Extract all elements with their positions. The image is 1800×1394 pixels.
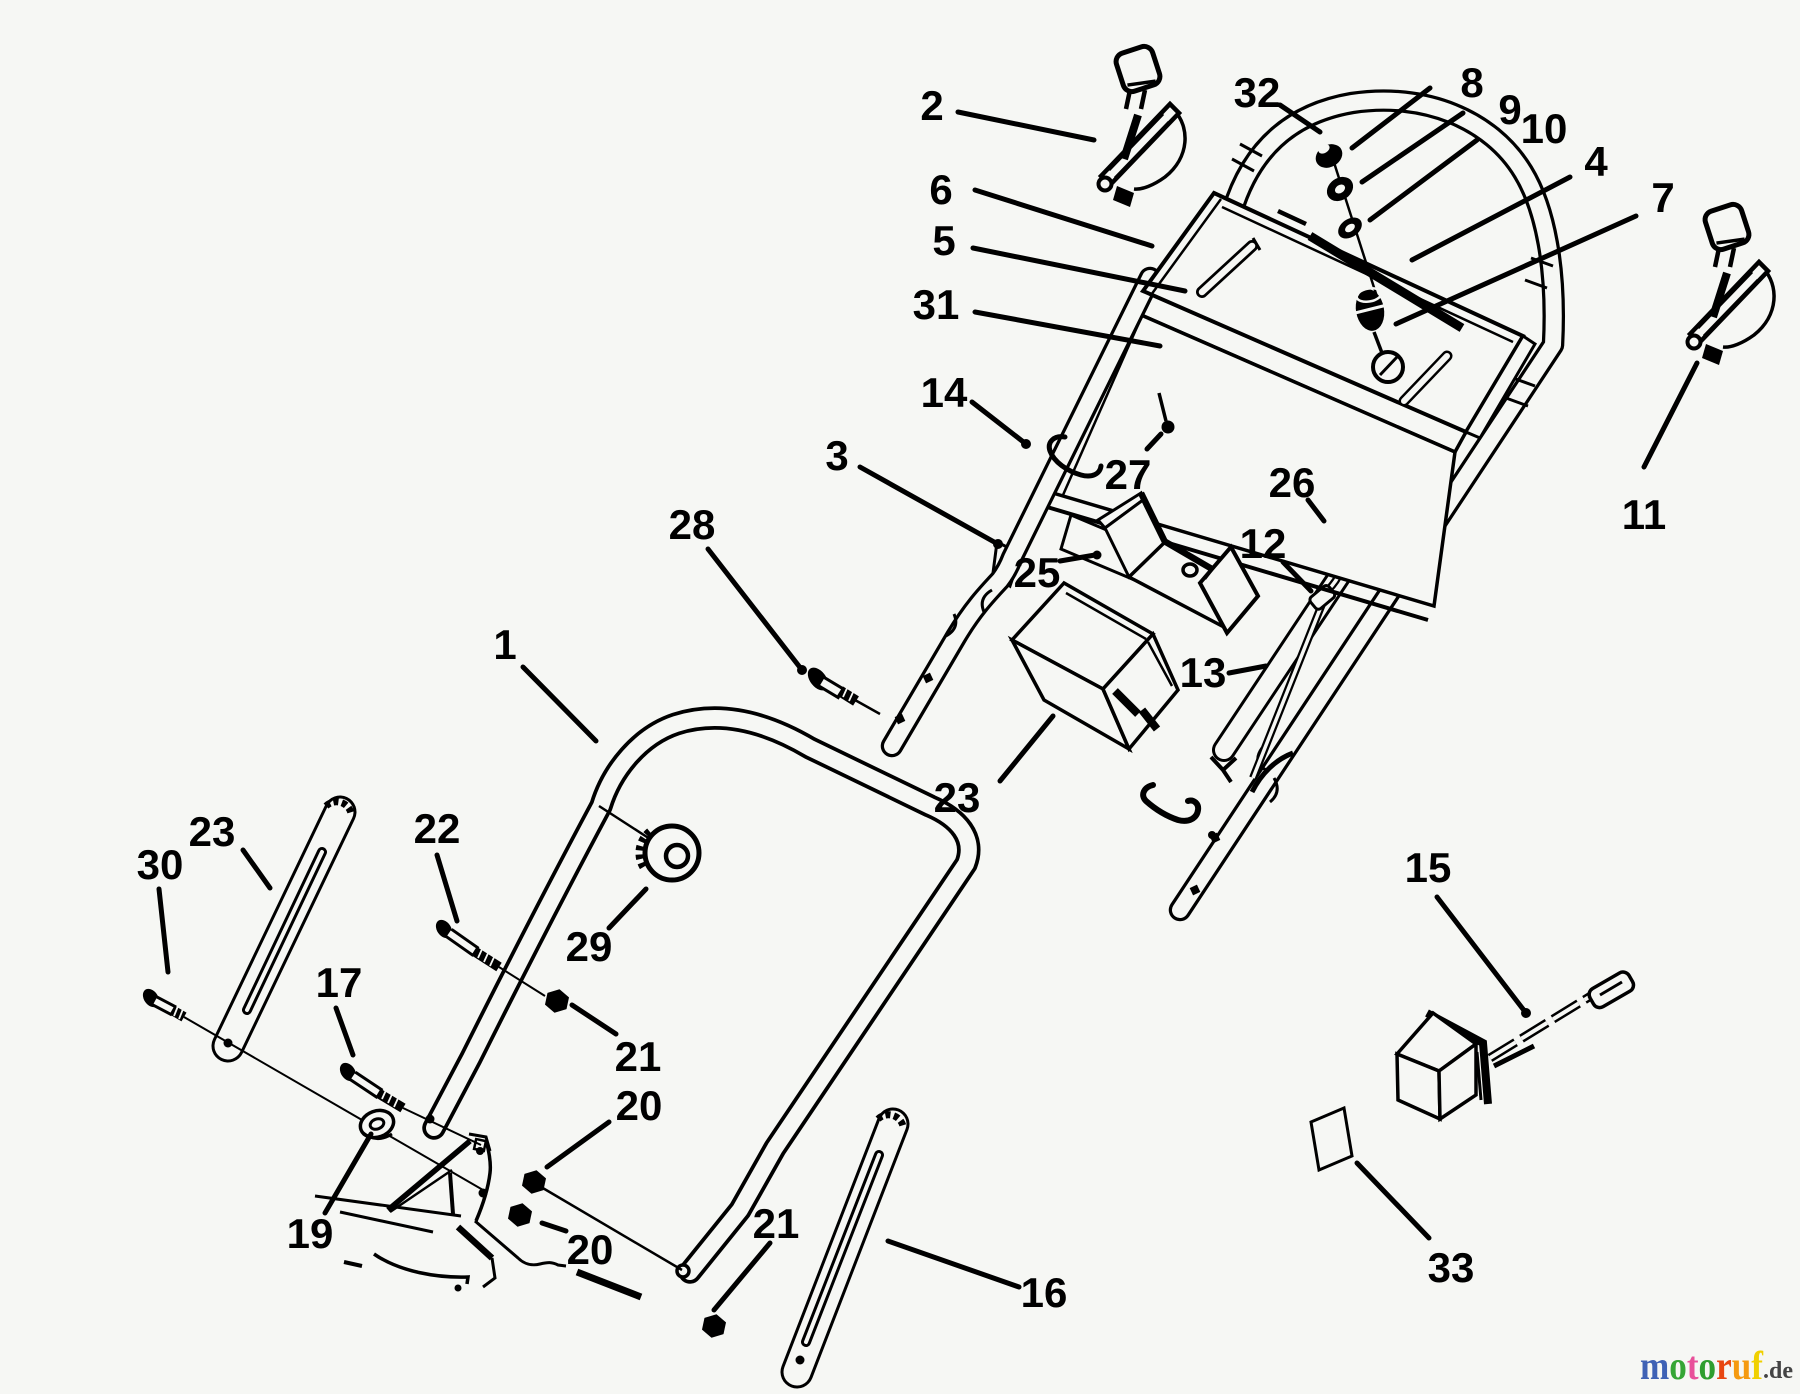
svg-text:15: 15 bbox=[1405, 844, 1452, 891]
svg-text:33: 33 bbox=[1428, 1244, 1475, 1291]
svg-text:28: 28 bbox=[669, 501, 716, 548]
svg-text:20: 20 bbox=[567, 1226, 614, 1273]
svg-text:31: 31 bbox=[913, 281, 960, 328]
svg-text:11: 11 bbox=[1622, 491, 1666, 538]
svg-text:19: 19 bbox=[287, 1210, 334, 1257]
svg-text:14: 14 bbox=[921, 369, 968, 416]
svg-text:.de: .de bbox=[1763, 1358, 1793, 1384]
svg-text:8: 8 bbox=[1460, 59, 1483, 106]
svg-text:29: 29 bbox=[566, 923, 613, 970]
svg-text:27: 27 bbox=[1105, 451, 1152, 498]
svg-text:30: 30 bbox=[137, 841, 184, 888]
svg-text:16: 16 bbox=[1021, 1269, 1068, 1316]
svg-text:23: 23 bbox=[934, 774, 981, 821]
svg-text:2: 2 bbox=[920, 82, 943, 129]
svg-text:10: 10 bbox=[1521, 105, 1568, 152]
svg-text:23: 23 bbox=[189, 808, 236, 855]
svg-text:9: 9 bbox=[1498, 86, 1521, 133]
svg-text:motoruf: motoruf bbox=[1640, 1343, 1764, 1388]
svg-text:21: 21 bbox=[753, 1200, 800, 1247]
svg-text:20: 20 bbox=[616, 1082, 663, 1129]
svg-text:1: 1 bbox=[493, 621, 516, 668]
svg-text:3: 3 bbox=[825, 432, 848, 479]
svg-text:6: 6 bbox=[929, 166, 952, 213]
svg-text:7: 7 bbox=[1651, 174, 1674, 221]
svg-text:32: 32 bbox=[1234, 69, 1281, 116]
svg-text:12: 12 bbox=[1240, 520, 1287, 567]
svg-text:25: 25 bbox=[1014, 549, 1061, 596]
svg-text:21: 21 bbox=[615, 1033, 662, 1080]
svg-text:26: 26 bbox=[1269, 459, 1316, 506]
svg-text:4: 4 bbox=[1584, 138, 1608, 185]
svg-text:5: 5 bbox=[932, 217, 955, 264]
svg-text:22: 22 bbox=[414, 805, 461, 852]
svg-text:13: 13 bbox=[1180, 649, 1227, 696]
svg-text:17: 17 bbox=[316, 959, 363, 1006]
